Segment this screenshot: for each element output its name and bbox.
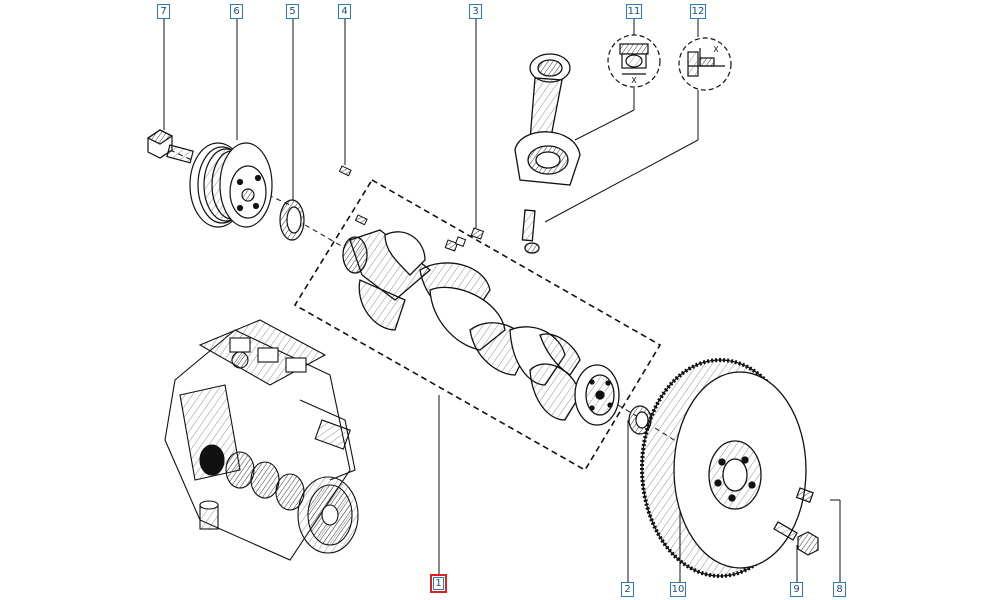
callout-9: 9	[790, 582, 803, 597]
callout-11: 11	[626, 4, 642, 19]
crankshaft-bearing-shells	[444, 227, 485, 252]
callout-8: 8	[833, 582, 846, 597]
pulley-bolt	[146, 129, 194, 164]
callout-7: 7	[157, 4, 170, 19]
callout-1-label: 1	[433, 577, 444, 590]
crankshaft-pulley	[189, 142, 273, 228]
callout-6: 6	[230, 4, 243, 19]
gauge-dimension-label: X	[713, 45, 719, 54]
front-oil-seal	[279, 199, 305, 241]
crankshaft	[342, 229, 620, 426]
callout-10: 10	[670, 582, 686, 597]
flywheel	[640, 358, 807, 578]
crankshaft-group-outline	[293, 178, 662, 472]
callout-12: 12	[690, 4, 706, 19]
woodruff-keys	[338, 165, 368, 226]
callout-4: 4	[338, 4, 351, 19]
gauge-detail-view: X	[678, 37, 732, 91]
callout-3: 3	[469, 4, 482, 19]
pilot-bearing	[628, 405, 652, 435]
bearing-detail-view: X	[607, 34, 661, 88]
engine-overview	[164, 319, 359, 561]
callout-5: 5	[286, 4, 299, 19]
callout-1-highlighted: 1	[430, 574, 447, 593]
flywheel-dowel	[795, 487, 814, 503]
bearing-dimension-label: X	[631, 76, 637, 85]
callout-2: 2	[621, 582, 634, 597]
connecting-rod	[514, 53, 581, 254]
flywheel-bolt	[773, 521, 819, 556]
